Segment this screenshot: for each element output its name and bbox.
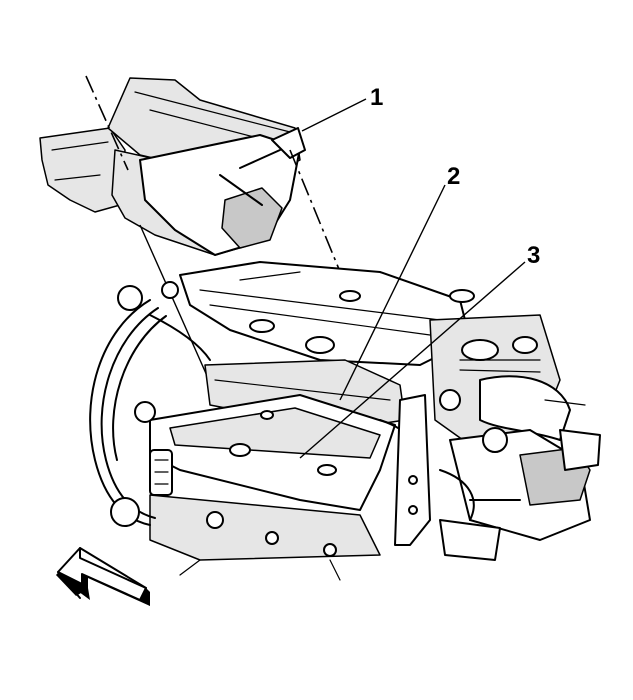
callout-3: 3 (527, 242, 541, 269)
engine-assembly (89, 261, 601, 581)
callout-leaders (299, 98, 526, 459)
callout-2: 2 (447, 163, 461, 190)
engine-cover (39, 77, 306, 256)
front-direction-arrow-icon (56, 547, 150, 606)
callout-1: 1 (370, 84, 384, 111)
